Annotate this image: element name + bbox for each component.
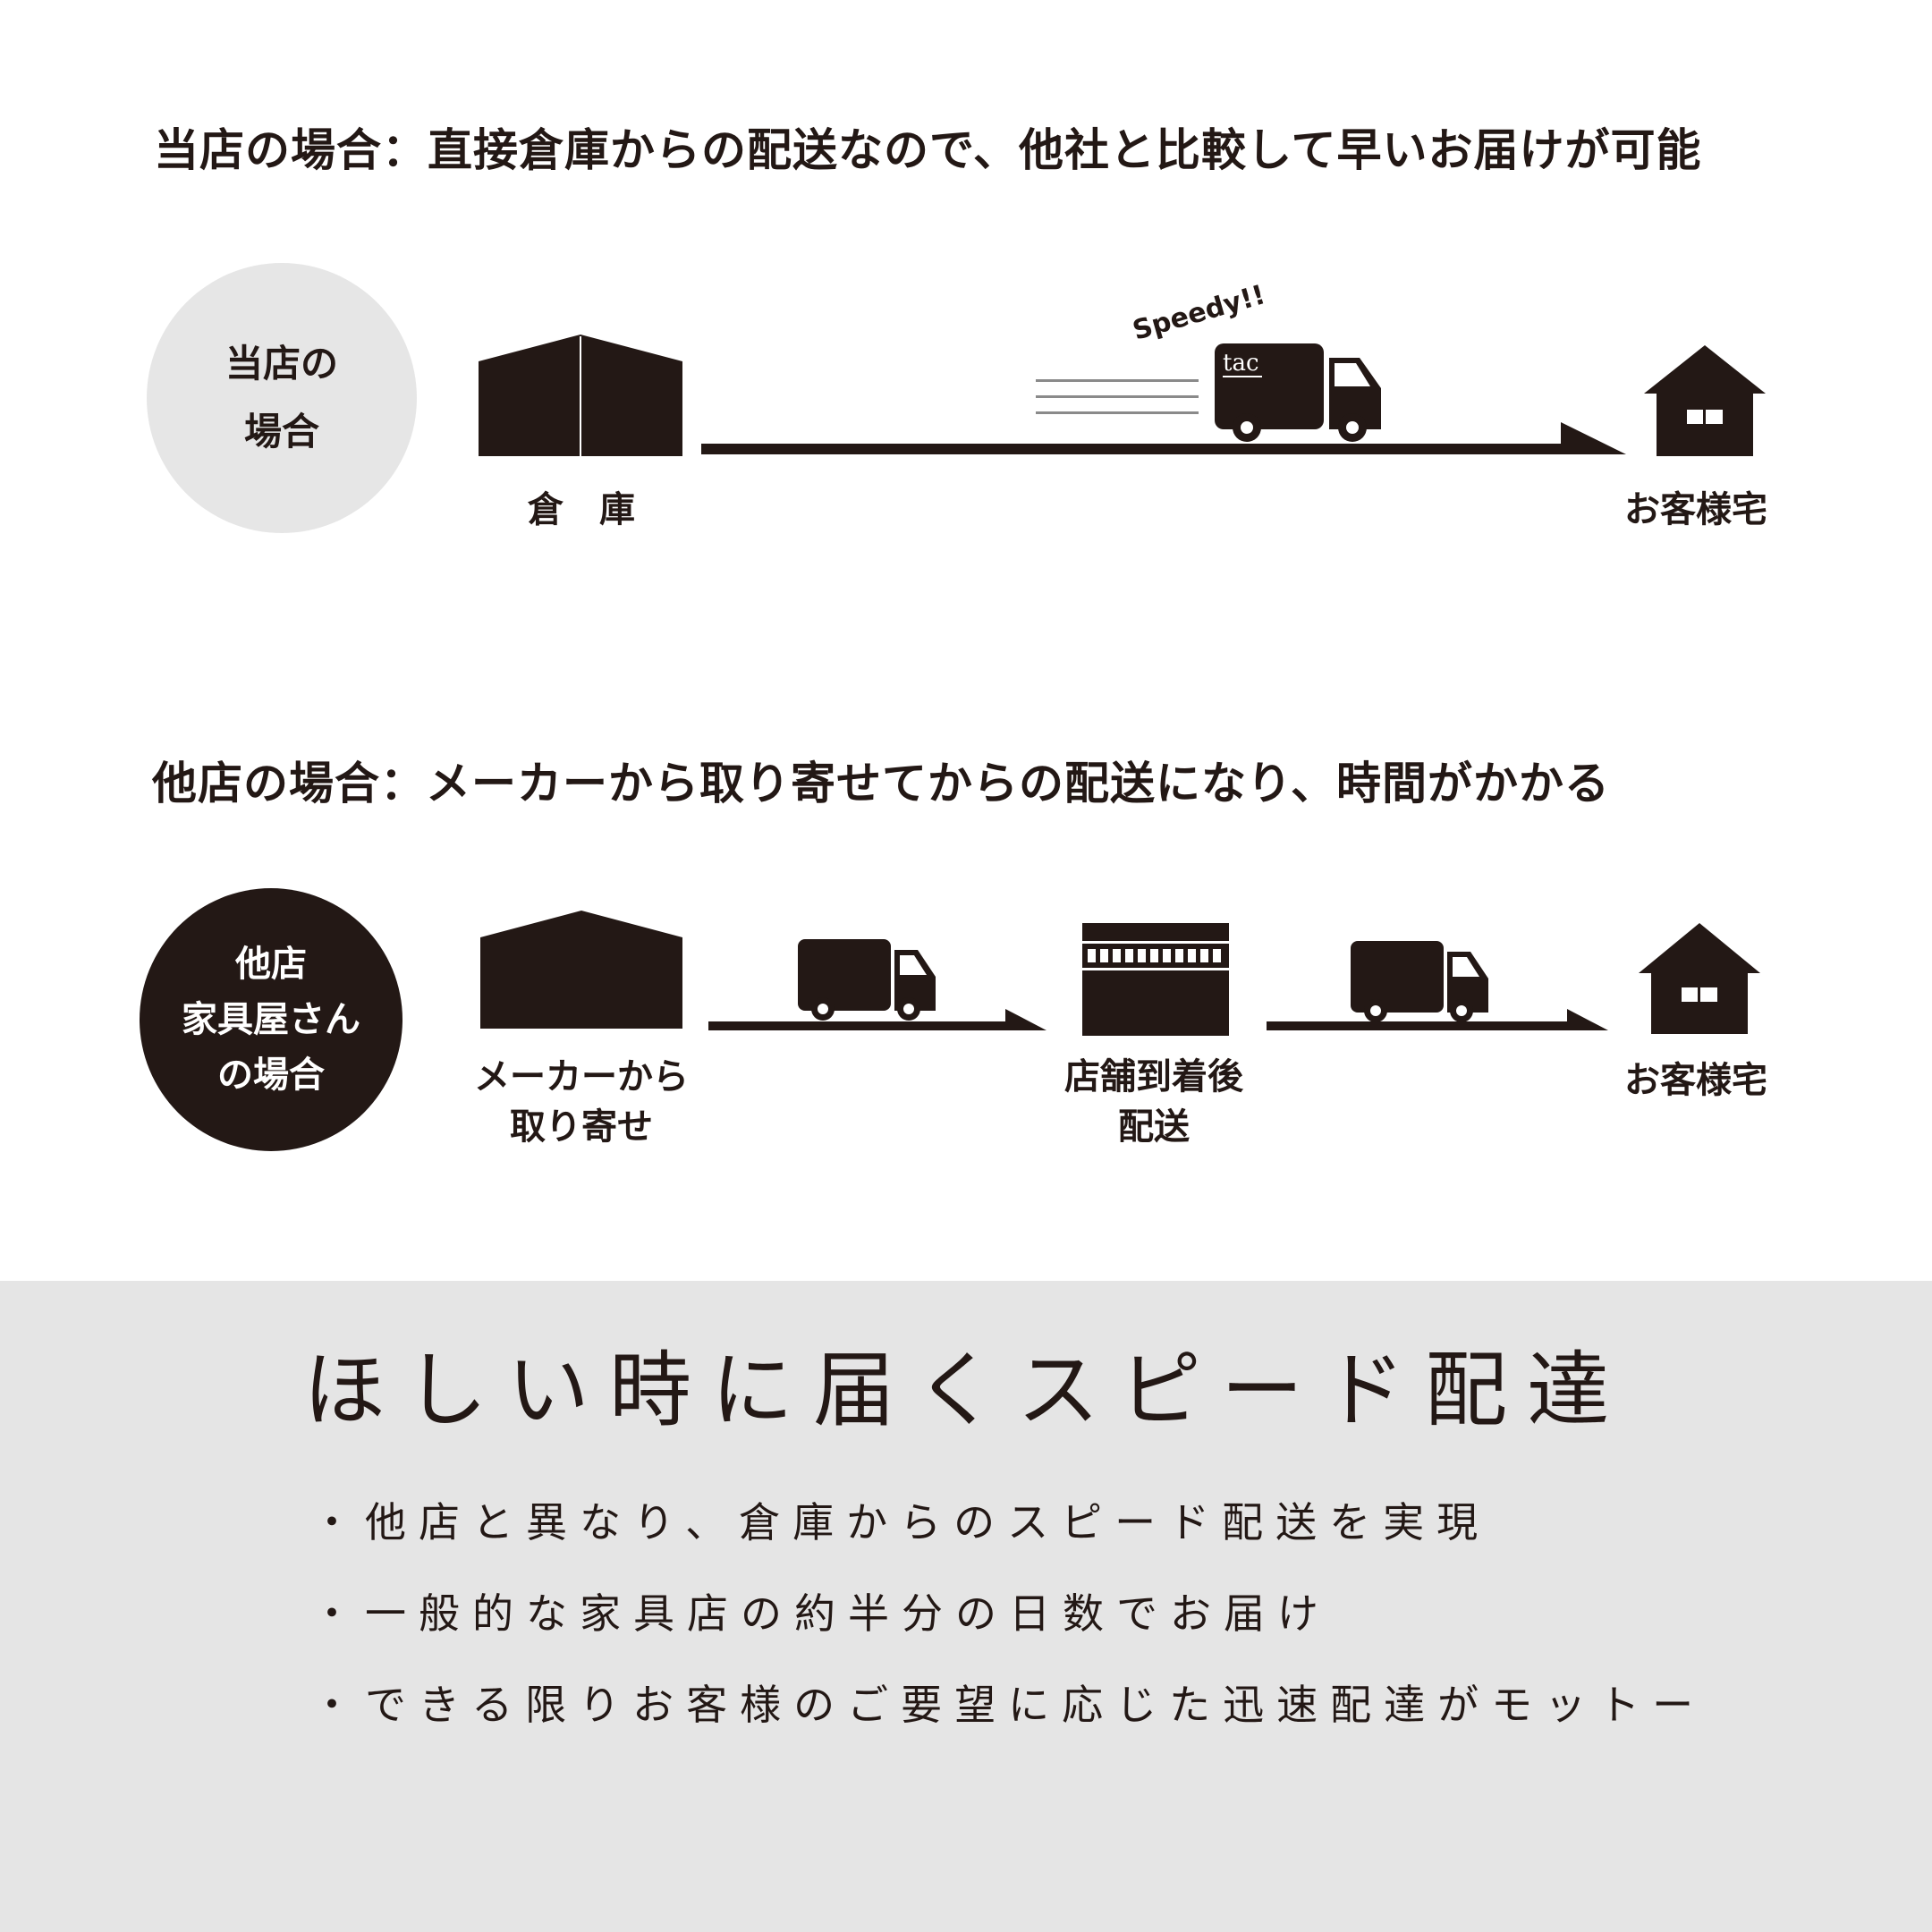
other-store-circle-line2: 家具屋さん bbox=[182, 999, 360, 1040]
truck-icon: tac bbox=[1215, 343, 1381, 442]
maker-label: メーカーから 取り寄せ bbox=[456, 1052, 707, 1152]
bullet-item: ・できる限りお客様のご要望に応じた迅速配達がモットー bbox=[311, 1681, 1707, 1729]
bullet-item: ・一般的な家具店の約半分の日数でお届け bbox=[311, 1589, 1331, 1638]
bottom-title: ほしい時に届くスピード配達 bbox=[302, 1343, 1629, 1438]
truck-icon bbox=[1351, 941, 1488, 1022]
arrow-icon bbox=[701, 422, 1626, 454]
bullet-item: ・他店と異なり、倉庫からのスピード配送を実現 bbox=[311, 1498, 1491, 1546]
store-label-line1: 店舗到着後 bbox=[1064, 1056, 1243, 1097]
bottom-band bbox=[0, 1281, 1932, 1932]
house-icon bbox=[1644, 345, 1766, 456]
our-store-circle-line2: 場合 bbox=[243, 410, 319, 453]
arrow-icon bbox=[708, 1009, 1046, 1030]
truck-logo-text: tac bbox=[1223, 350, 1259, 377]
arrow-icon bbox=[1267, 1009, 1608, 1030]
section2-heading: 他店の場合：メーカーから取り寄せてからの配送になり、時間がかかる bbox=[152, 758, 1610, 809]
speed-lines-icon bbox=[1036, 379, 1199, 414]
store-label-line2: 配送 bbox=[1118, 1106, 1190, 1148]
warehouse-icon bbox=[479, 335, 682, 456]
our-store-circle-line1: 当店の bbox=[225, 342, 338, 386]
section1-heading: 当店の場合：直接倉庫からの配送なので、他社と比較して早いお届けが可能 bbox=[154, 124, 1702, 176]
home-label: お客様宅 bbox=[1624, 1060, 1767, 1101]
store-label: 店舗到着後 配送 bbox=[1029, 1052, 1279, 1152]
house-icon bbox=[1639, 923, 1760, 1034]
maker-label-line2: 取り寄せ bbox=[510, 1106, 653, 1148]
other-store-circle: 他店 家具屋さん の場合 bbox=[140, 888, 402, 1151]
other-store-circle-line1: 他店 bbox=[235, 944, 307, 985]
our-store-circle: 当店の 場合 bbox=[147, 263, 417, 533]
other-store-circle-line3: の場合 bbox=[217, 1055, 325, 1096]
home-label: お客様宅 bbox=[1624, 489, 1767, 530]
store-icon bbox=[1082, 923, 1229, 1036]
speedy-text: Speedy!! bbox=[1130, 279, 1269, 347]
maker-label-line1: メーカーから bbox=[474, 1056, 689, 1097]
warehouse-label: 倉 庫 bbox=[528, 489, 635, 530]
truck-icon bbox=[798, 939, 936, 1021]
maker-warehouse-icon bbox=[480, 911, 682, 1029]
